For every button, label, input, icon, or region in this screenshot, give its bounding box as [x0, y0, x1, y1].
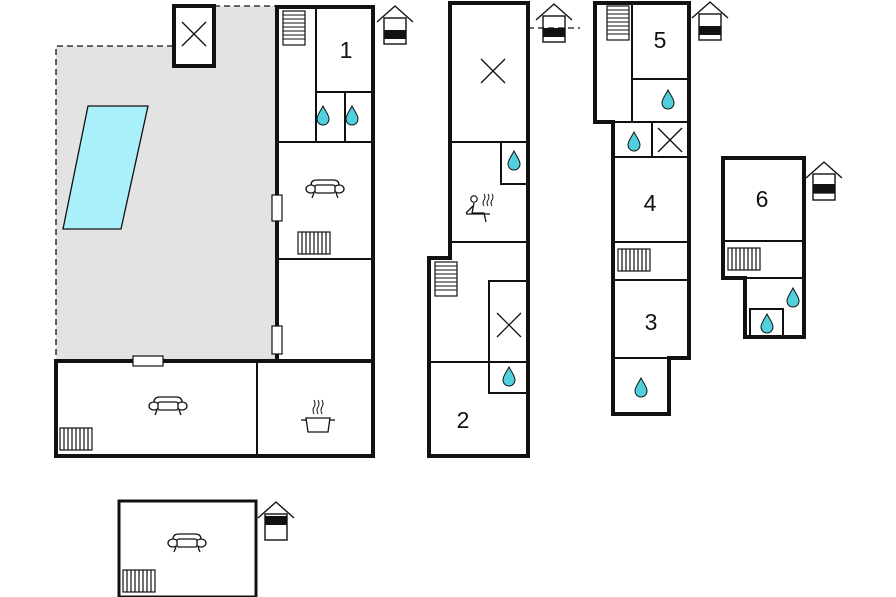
stairs-icon — [434, 261, 458, 297]
room-number-1: 1 — [340, 37, 353, 63]
room-number-6: 6 — [756, 186, 769, 212]
terrace-area — [56, 6, 277, 360]
chimney-box — [172, 4, 216, 68]
level-indicator-icon — [376, 5, 414, 45]
room-number-4: 4 — [644, 190, 657, 216]
level-indicator-icon — [805, 161, 843, 201]
cooking-pot-icon — [301, 399, 335, 433]
level-indicator-icon — [535, 3, 573, 43]
radiator-icon — [122, 569, 156, 593]
radiator-icon — [59, 427, 93, 451]
annex-floor-plan — [117, 499, 295, 597]
middle-floor-plan: 2 — [427, 1, 580, 458]
stairs-icon — [282, 10, 306, 46]
upper-floor-plan: 5 4 3 — [593, 1, 729, 416]
level-indicator-icon — [691, 1, 729, 41]
door — [271, 194, 283, 222]
room-number-5: 5 — [654, 27, 667, 53]
main-floor-plan: 1 — [54, 4, 414, 458]
radiator-icon — [727, 247, 761, 271]
stairs-icon — [606, 5, 630, 41]
level-indicator-icon — [257, 501, 295, 541]
radiator-icon — [617, 248, 651, 272]
wing-outline — [275, 5, 375, 363]
door — [132, 355, 164, 367]
bottom-row-outline — [54, 359, 375, 458]
room-number-3: 3 — [645, 309, 658, 335]
attic-floor-plan: 6 — [721, 156, 843, 339]
door — [271, 325, 283, 355]
radiator-icon — [297, 231, 331, 255]
room-number-2: 2 — [457, 407, 470, 433]
pool-icon — [62, 105, 149, 230]
sauna-icon — [465, 193, 494, 223]
